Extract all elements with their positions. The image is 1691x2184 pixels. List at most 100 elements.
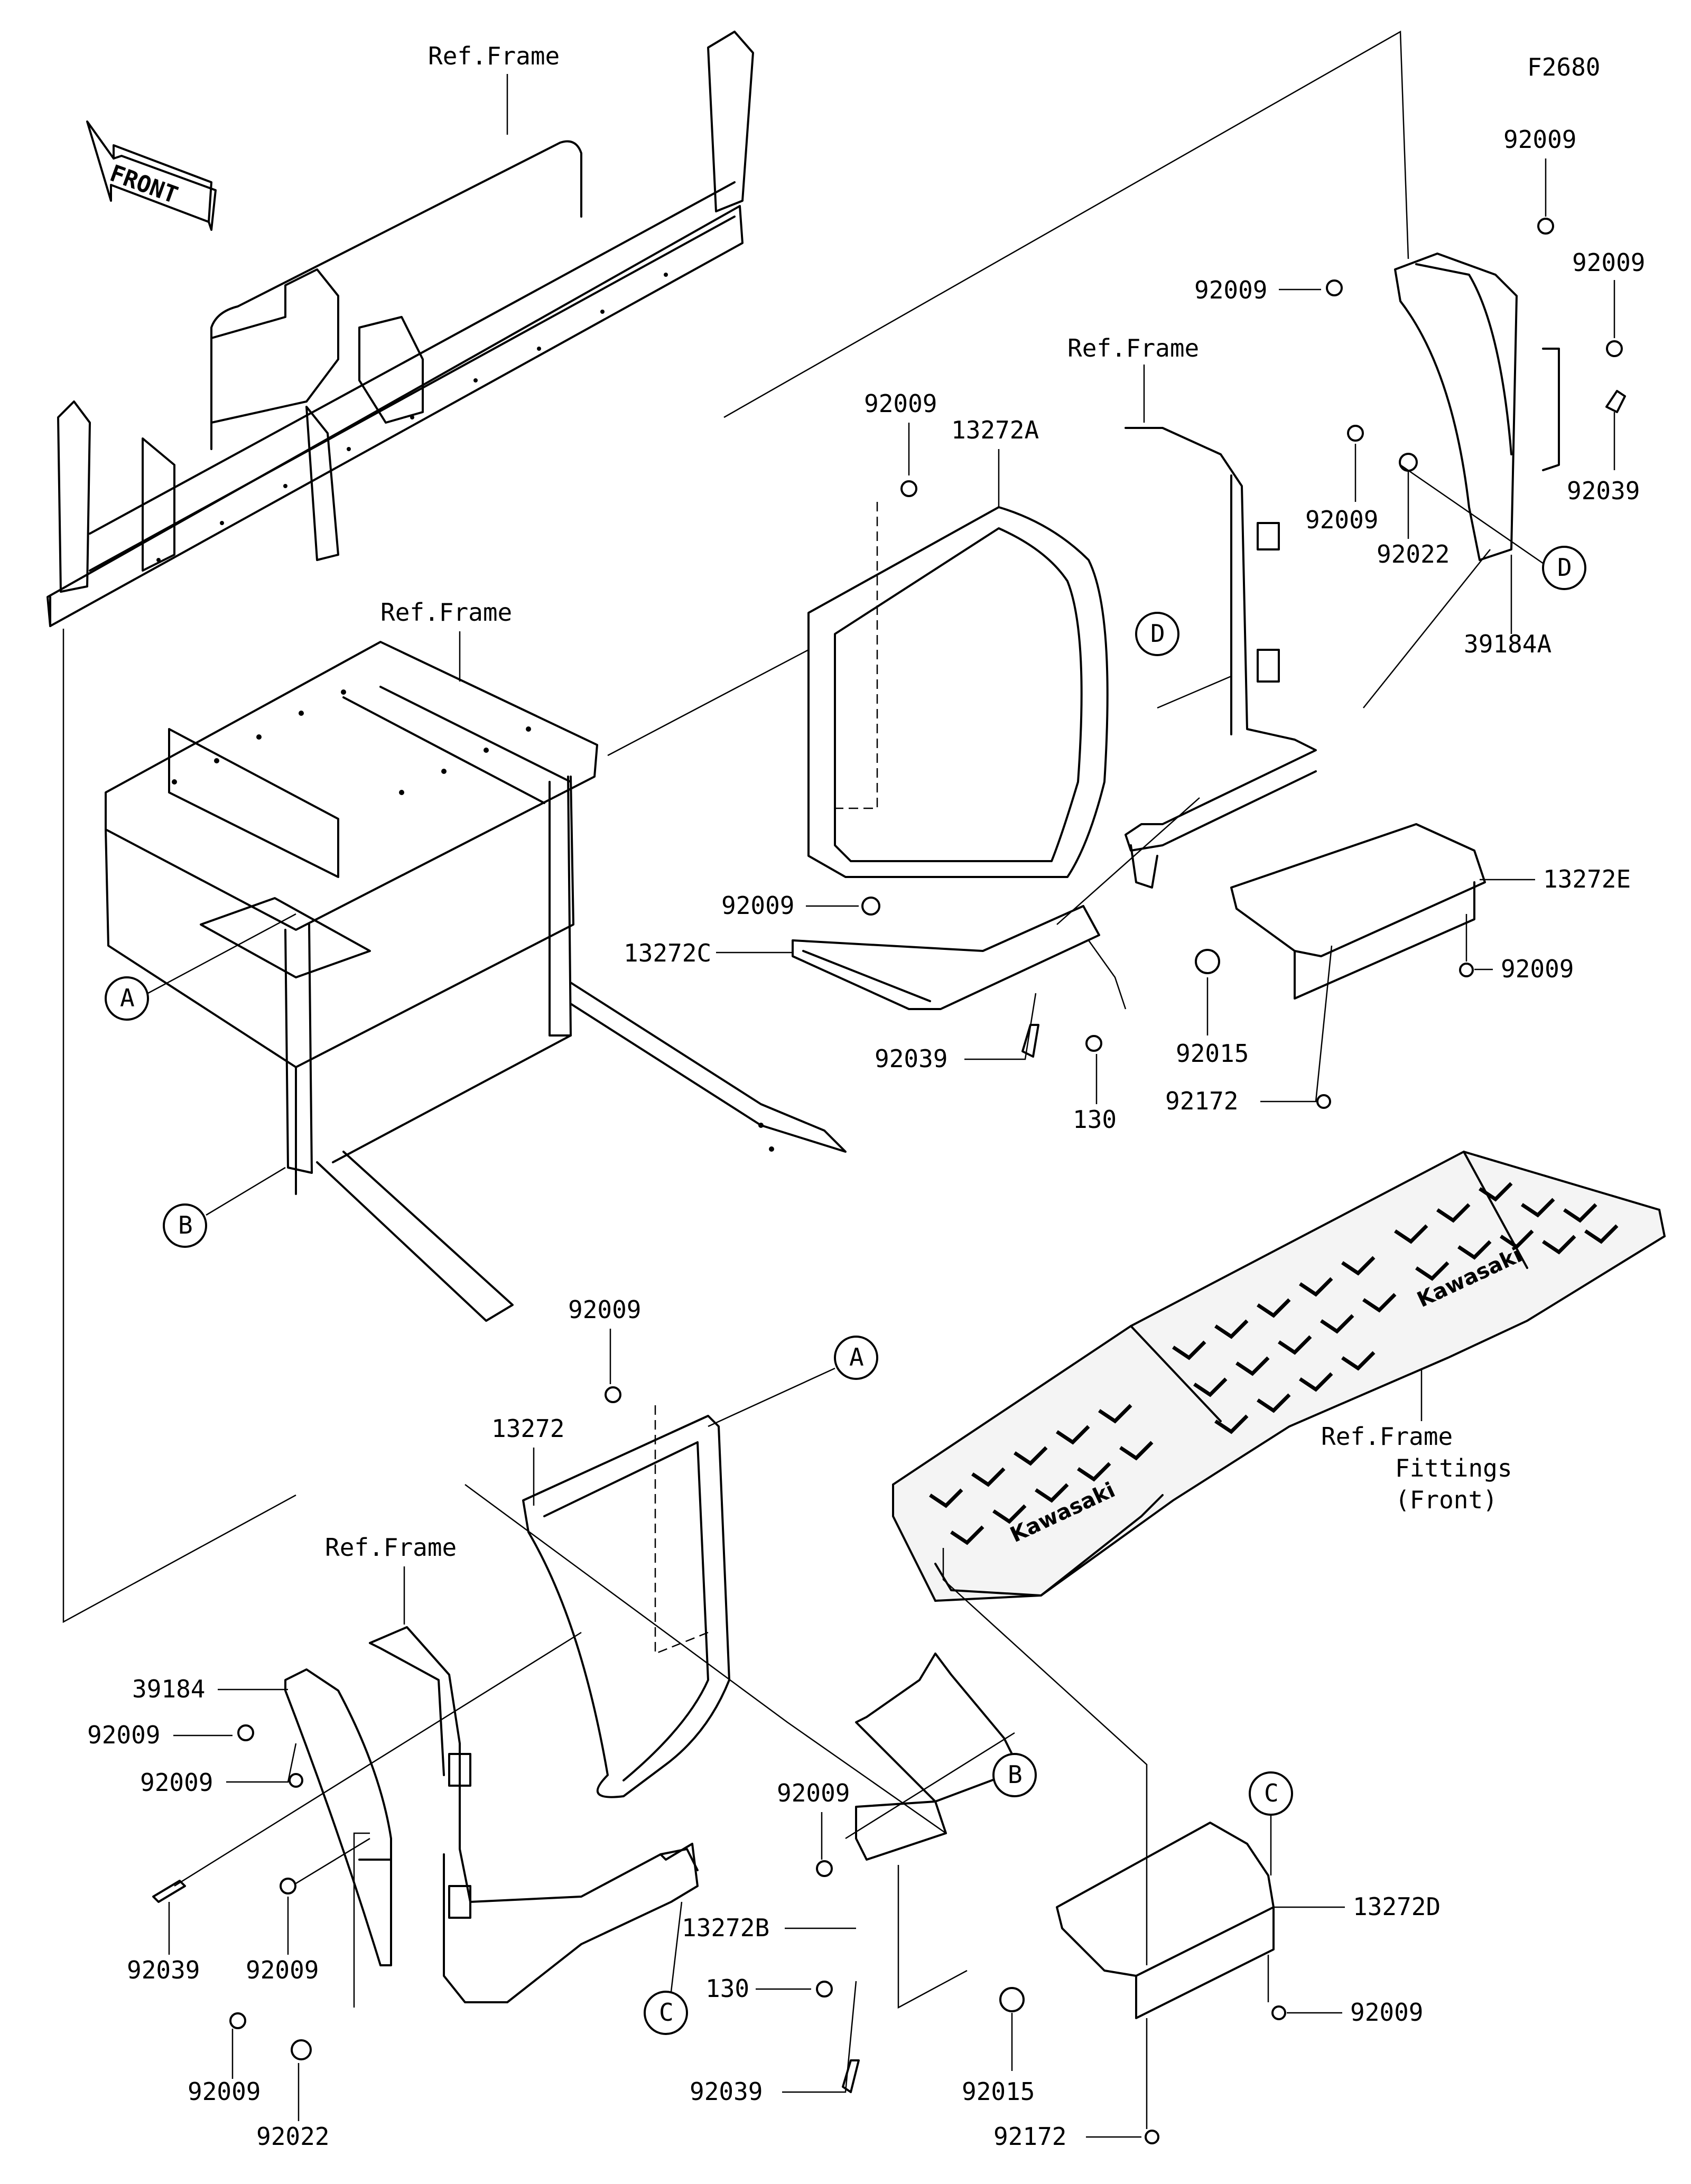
callout-B-left-letter: B <box>178 1211 193 1239</box>
connector-92022-b <box>353 1832 370 2008</box>
screw-icon <box>1145 2130 1159 2144</box>
callout-C-right-letter: C <box>1264 1779 1279 1807</box>
label-39184: 39184 <box>132 1675 205 1703</box>
callout-A-left-leader <box>147 913 296 994</box>
callout-D-right-letter: D <box>1557 553 1572 582</box>
leader-d1-2 <box>1056 797 1200 925</box>
label-92009-l: 92009 <box>188 2077 261 2106</box>
callout-A-left: A <box>105 976 149 1021</box>
callout-B-left-leader <box>206 1166 286 1216</box>
label-92172-b: 92172 <box>993 2122 1066 2151</box>
bolt-icon <box>1271 2005 1286 2020</box>
leader-d2 <box>1400 464 1554 572</box>
connector-rear-1 <box>723 30 1409 418</box>
label-92009-f: 92009 <box>1305 506 1378 534</box>
callout-C-lower-left: C <box>644 1991 688 2035</box>
leader-92009-j <box>226 1743 297 1783</box>
flap-39184A <box>1394 253 1560 561</box>
fittings-line-1: Ref.Frame <box>1321 1422 1453 1451</box>
label-92009-n: 92009 <box>1350 1998 1423 2027</box>
bolt-icon <box>816 1860 833 1877</box>
bolt-icon <box>1326 279 1343 296</box>
label-92009-h: 92009 <box>568 1295 641 1324</box>
leader-d1 <box>1157 675 1232 709</box>
diagram-code: F2680 <box>1527 53 1600 81</box>
label-92009-a: 92009 <box>864 389 937 418</box>
callout-D-mid: D <box>1135 612 1179 656</box>
callout-A-lower: A <box>834 1336 878 1380</box>
screw-icon <box>1316 1094 1331 1109</box>
connector-rivet <box>174 1631 582 1887</box>
label-92009-d: 92009 <box>1194 276 1267 304</box>
bolt-icon <box>861 897 880 916</box>
grommet-icon <box>1195 949 1220 974</box>
bolt-icon <box>1606 340 1623 357</box>
callout-C-lower-left-leader <box>670 1901 683 1992</box>
callout-B-lower-letter: B <box>1008 1760 1023 1789</box>
rivet-icon <box>842 2059 860 2093</box>
bolt-icon <box>289 1773 303 1788</box>
label-92022-a: 92022 <box>1377 540 1450 568</box>
label-13272C: 13272C <box>624 939 711 967</box>
callout-C-right: C <box>1249 1771 1293 1816</box>
callout-D-mid-letter: D <box>1150 619 1165 648</box>
label-92009-m: 92009 <box>777 1779 850 1807</box>
label-92039-c: 92039 <box>127 1956 200 1984</box>
washer-icon <box>1399 453 1418 472</box>
connector-left <box>62 629 296 1623</box>
connector-b2 <box>845 1732 1015 1840</box>
label-92039-d: 92039 <box>690 2077 763 2106</box>
leader-92039-a <box>964 993 1037 1060</box>
connector-a1 <box>607 649 809 757</box>
label-39184A: 39184A <box>1464 630 1551 658</box>
rear-frame <box>47 31 754 627</box>
ref-frame-top-label: Ref.Frame <box>428 42 560 70</box>
bolt-icon <box>1537 218 1554 235</box>
bolt-icon <box>605 1386 621 1403</box>
label-92009-k: 92009 <box>246 1956 319 1984</box>
connector-13272B <box>897 1865 968 2009</box>
label-92009-i: 92009 <box>87 1721 160 1749</box>
screw-icon <box>816 1981 833 1998</box>
front-arrow-icon: FRONT <box>86 120 217 231</box>
label-92039-a: 92039 <box>875 1044 947 1073</box>
label-92009-j: 92009 <box>140 1768 213 1797</box>
bolt-icon <box>229 2012 246 2029</box>
ref-frame-lower-label: Ref.Frame <box>325 1533 457 1562</box>
grommet-icon <box>999 1987 1025 2012</box>
leader-92039-d <box>782 1981 857 2093</box>
label-13272D: 13272D <box>1353 1892 1441 1921</box>
label-92009-b: 92009 <box>721 891 794 920</box>
bolt-icon <box>280 1878 296 1894</box>
label-92172-a: 92172 <box>1165 1087 1238 1115</box>
callout-C-lower-left-letter: C <box>659 1998 674 2027</box>
label-92039-b: 92039 <box>1567 477 1640 505</box>
panel-13272D <box>1056 1822 1275 2019</box>
callout-A-left-letter: A <box>120 984 135 1012</box>
flap-39184 <box>284 1668 392 1966</box>
fittings-line-2: Fittings <box>1395 1454 1512 1482</box>
label-92009-c: 92009 <box>1503 125 1576 154</box>
mat-tread-pattern <box>929 1182 1619 1545</box>
callout-B-left: B <box>163 1203 207 1248</box>
label-130-a: 130 <box>1073 1105 1117 1134</box>
label-13272E: 13272E <box>1543 865 1631 893</box>
right-bracket-frame <box>1125 427 1317 889</box>
washer-icon <box>291 2039 312 2060</box>
front-frame <box>105 641 847 1322</box>
bolt-icon <box>900 480 917 497</box>
callout-D-right: D <box>1542 546 1586 590</box>
ref-frame-mid-right-label: Ref.Frame <box>1067 334 1199 362</box>
screw-icon <box>1085 1035 1102 1052</box>
rivet-icon <box>152 1880 186 1903</box>
rivet-icon <box>1605 390 1626 413</box>
fittings-line-3: (Front) <box>1395 1486 1498 1514</box>
shroud-13272A <box>807 502 1109 878</box>
ref-frame-mid-left-label: Ref.Frame <box>380 598 512 627</box>
panel-13272B <box>855 1653 1021 1861</box>
callout-B-lower: B <box>992 1753 1037 1797</box>
bolt-icon <box>237 1724 254 1741</box>
panel-13272C <box>792 905 1100 1010</box>
